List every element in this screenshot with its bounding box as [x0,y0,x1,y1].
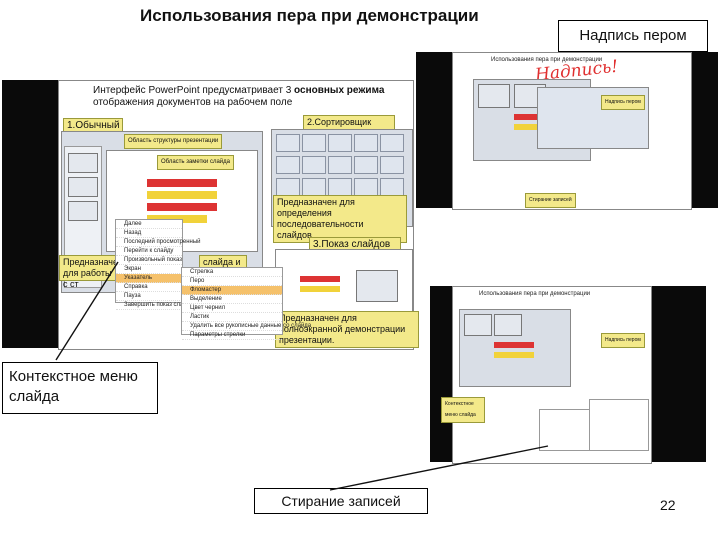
show-desc: Предназначен для полноэкранной демонстра… [275,311,419,348]
tr-bottom-label: Стирание записей [525,193,576,208]
top-right-frame-right [690,52,718,208]
br-bar-red [494,342,534,348]
structure-area-label: Область структуры презентации [124,134,223,149]
slide-area-label: Область заметки слайда [157,155,234,170]
intro-text-a: Интерфейс PowerPoint предусматривает 3 [93,85,295,96]
sorter-cell[interactable] [276,178,300,196]
sorter-cell[interactable] [328,178,352,196]
show-thumb [356,270,398,302]
pen-submenu: Стрелка Перо Фломастер Выделение Цвет че… [181,267,311,340]
menu-item-end-show[interactable]: Завершить показ слайдов [116,301,197,310]
show-bar-red [300,276,340,282]
tr-bar-yellow [514,124,554,130]
submenu-item-erase-all[interactable]: Удалить все рукописные данные со слайда [182,322,311,331]
sorter-cell[interactable] [354,134,378,152]
br-bar-yellow [494,352,534,358]
intro-text: Интерфейс PowerPoint предусматривает 3 о… [93,85,393,109]
submenu-item-eraser[interactable]: Ластик [182,313,282,322]
top-right-frame-left [416,52,452,208]
slide-bar-red [147,179,217,187]
submenu-item-pen[interactable]: Перо [182,277,282,286]
show-bar-yellow [300,286,340,292]
sorter-cell[interactable] [276,156,300,174]
sorter-cell[interactable] [302,156,326,174]
sorter-cell[interactable] [302,134,326,152]
menu-item-pointer[interactable]: Указатель [116,274,182,283]
br-label-right: Надпись пером [601,333,645,348]
menu-item-next[interactable]: Далее [116,220,182,229]
sorter-cell[interactable] [380,134,404,152]
slide-thumb-2[interactable] [68,177,98,197]
submenu-item-ink-color[interactable]: Цвет чернил [182,304,282,313]
tr-bar-red [514,114,554,120]
pen-caption-callout: Надпись пером [558,20,708,52]
slide-thumb-3[interactable] [68,201,98,221]
menu-item-help[interactable]: Справка [116,283,182,292]
bottom-right-screenshot: Использования пера при демонстрации Надп… [441,286,652,464]
br-pen-submenu [589,399,649,451]
sorter-cell[interactable] [354,178,378,196]
erase-caption-callout: Стирание записей [254,488,428,514]
menu-item-pause[interactable]: Пауза [116,292,182,301]
sorter-desc: Предназначен для определения последовате… [273,195,407,243]
sorter-cell[interactable] [380,156,404,174]
menu-item-goto-slide[interactable]: Перейти к слайду [116,247,182,256]
submenu-item-arrow[interactable]: Стрелка [182,268,282,277]
sorter-cell[interactable] [302,178,326,196]
br-thumb-1 [464,314,492,336]
menu-item-screen[interactable]: Экран [116,265,182,274]
menu-item-last-viewed[interactable]: Последний просмотренный [116,238,201,247]
page-number: 22 [660,497,676,513]
page-title: Использования пера при демонстрации [140,6,479,25]
br-label-left: Контекстное меню слайда [441,397,485,423]
menu-item-prev[interactable]: Назад [116,229,182,238]
main-slide-screenshot: Интерфейс PowerPoint предусматривает 3 о… [58,80,419,350]
normal-desc-partial: Предназначен для работы с ст [59,255,123,289]
br-thumb-2 [494,314,522,336]
sorter-cell[interactable] [276,134,300,152]
sorter-cell[interactable] [328,156,352,174]
submenu-item-highlighter[interactable]: Выделение [182,295,282,304]
tr-thumb-1 [478,84,510,108]
sorter-cell[interactable] [380,178,404,196]
main-slide-frame [2,80,60,348]
sorter-cell[interactable] [328,134,352,152]
br-mock-area [459,309,571,387]
intro-text-bold: основных режима [294,85,385,96]
sorter-cell[interactable] [354,156,378,174]
slide-bar-yellow [147,191,217,199]
br-context-menu [539,409,591,451]
slide-thumb-1[interactable] [68,153,98,173]
tr-heading: Использования пера при демонстрации [491,57,603,63]
slide-bar-red-2 [147,203,217,211]
top-right-screenshot: Использования пера при демонстрации Надп… [452,52,692,210]
context-menu: Далее Назад Последний просмотренный Пере… [115,219,201,310]
tr-note-label: Надпись пером [601,95,645,110]
context-menu-caption-callout: Контекстное меню слайда [2,362,158,414]
bottom-right-frame-left [430,286,452,462]
br-heading: Использования пера при демонстрации [479,291,591,297]
submenu-item-arrow-options[interactable]: Параметры стрелки [182,331,282,340]
intro-text-b: отображения документов на рабочем поле [93,97,293,108]
bottom-right-frame-right [650,286,706,462]
submenu-item-marker[interactable]: Фломастер [182,286,282,295]
menu-item-custom-show[interactable]: Произвольный показ [116,256,182,265]
